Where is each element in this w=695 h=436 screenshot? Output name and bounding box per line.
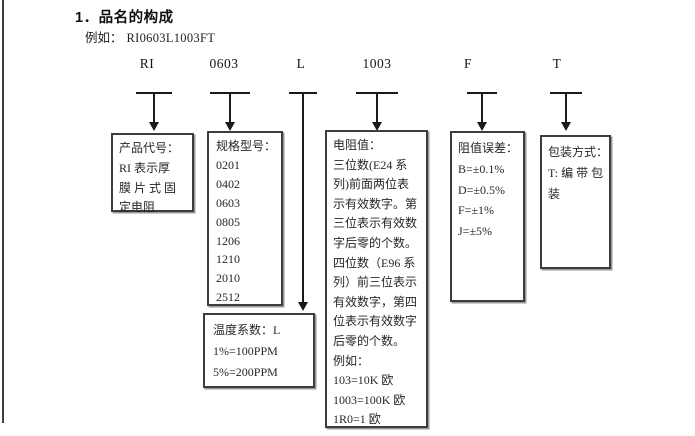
box-text-line: B=±0.1%: [458, 161, 505, 176]
box-text-line: 1210: [216, 252, 240, 267]
box-text-line: 有效数字，第四: [333, 294, 418, 309]
box-text-line: 三位数(E24 系: [333, 157, 408, 172]
down-arrow-icon: [467, 92, 497, 131]
box-text-line: D=±0.5%: [458, 182, 506, 197]
tolerance-box: 阻值误差： B=±0.1% D=±0.5% F=±1% J=±5%: [450, 131, 525, 302]
example-part-number: RI0603L1003FT: [126, 31, 216, 45]
box-text-line: 103=10K 欧: [333, 373, 394, 388]
box-text-line: 装: [548, 187, 561, 201]
down-arrow-icon: [136, 92, 172, 131]
box-text-line: 后零的个数。: [333, 333, 406, 348]
box-text-line: 三位表示有效数: [333, 216, 418, 231]
down-arrow-icon: [210, 92, 250, 131]
down-arrow-icon: [550, 92, 582, 131]
packaging-box: 包装方式： T: 编 带 包装: [540, 135, 611, 269]
box-text-line: F=±1%: [458, 203, 495, 218]
box-text-line: 0402: [216, 176, 240, 191]
box-text-line: 定电阻: [119, 200, 156, 215]
down-arrow-icon: [356, 92, 398, 131]
box-text-line: 字后零的个数。: [333, 235, 418, 250]
box-text-line: 产品代号：: [119, 141, 180, 155]
product-code-box: 产品代号： RI 表示厚膜 片 式 固定电阻: [111, 133, 194, 214]
box-text-line: 膜 片 式 固: [119, 180, 177, 195]
section-title: 1．品名的构成: [75, 10, 174, 26]
example-label: 例如：: [85, 31, 123, 45]
code-part-label-tolerance: F: [463, 56, 473, 71]
down-arrow-icon: [289, 92, 317, 311]
box-text-line: RI 表示厚: [119, 160, 171, 175]
box-text-line: 5%=200PPM: [213, 365, 278, 379]
box-text-line: T: 编 带 包: [548, 166, 604, 180]
code-part-label-resistance: 1003: [362, 56, 392, 71]
box-text-line: 电阻值：: [333, 138, 382, 152]
box-text-line: 2512: [216, 290, 240, 305]
example-line: 例如：RI0603L1003FT: [85, 27, 215, 46]
box-text-line: 温度系数：L: [213, 323, 281, 337]
box-text-line: 0805: [216, 214, 240, 229]
box-text-line: 阻值误差：: [458, 141, 519, 155]
box-text-line: 列）前三位表示: [333, 275, 418, 290]
page-left-border-line: [2, 0, 4, 423]
box-text-line: 1R0=1 欧: [333, 412, 381, 427]
box-text-line: J=±5%: [458, 224, 493, 239]
box-text-line: 1%=100PPM: [213, 344, 278, 358]
resistance-value-box: 电阻值： 三位数(E24 系列)前面两位表示有效数字。第三位表示有效数字后零的个数…: [325, 130, 428, 428]
box-text-line: 1206: [216, 233, 240, 248]
code-part-label-packaging: T: [552, 56, 562, 71]
box-text-line: 位表示有效数字: [333, 314, 418, 329]
spec-size-box: 规格型号： 0201 0402 0603 0805 1206 1210 2010 2512: [207, 131, 283, 306]
box-text-line: 0603: [216, 195, 240, 210]
box-text-line: 包装方式：: [548, 145, 609, 159]
box-text-line: 0201: [216, 157, 240, 172]
code-part-label-tcr: L: [296, 56, 306, 71]
box-text-line: 规格型号：: [216, 139, 277, 153]
box-text-line: 四位数（E96 系: [333, 255, 416, 270]
code-part-label-size: 0603: [209, 56, 239, 71]
code-part-label-product: RI: [139, 56, 155, 71]
temperature-coefficient-box: 温度系数：L 1%=100PPM 5%=200PPM: [203, 313, 315, 388]
box-text-line: 列)前面两位表: [333, 177, 409, 192]
box-text-line: 示有效数字。第: [333, 196, 418, 211]
box-text-line: 2010: [216, 271, 240, 286]
box-text-line: 例如：: [333, 353, 370, 368]
box-text-line: 1003=100K 欧: [333, 392, 406, 407]
